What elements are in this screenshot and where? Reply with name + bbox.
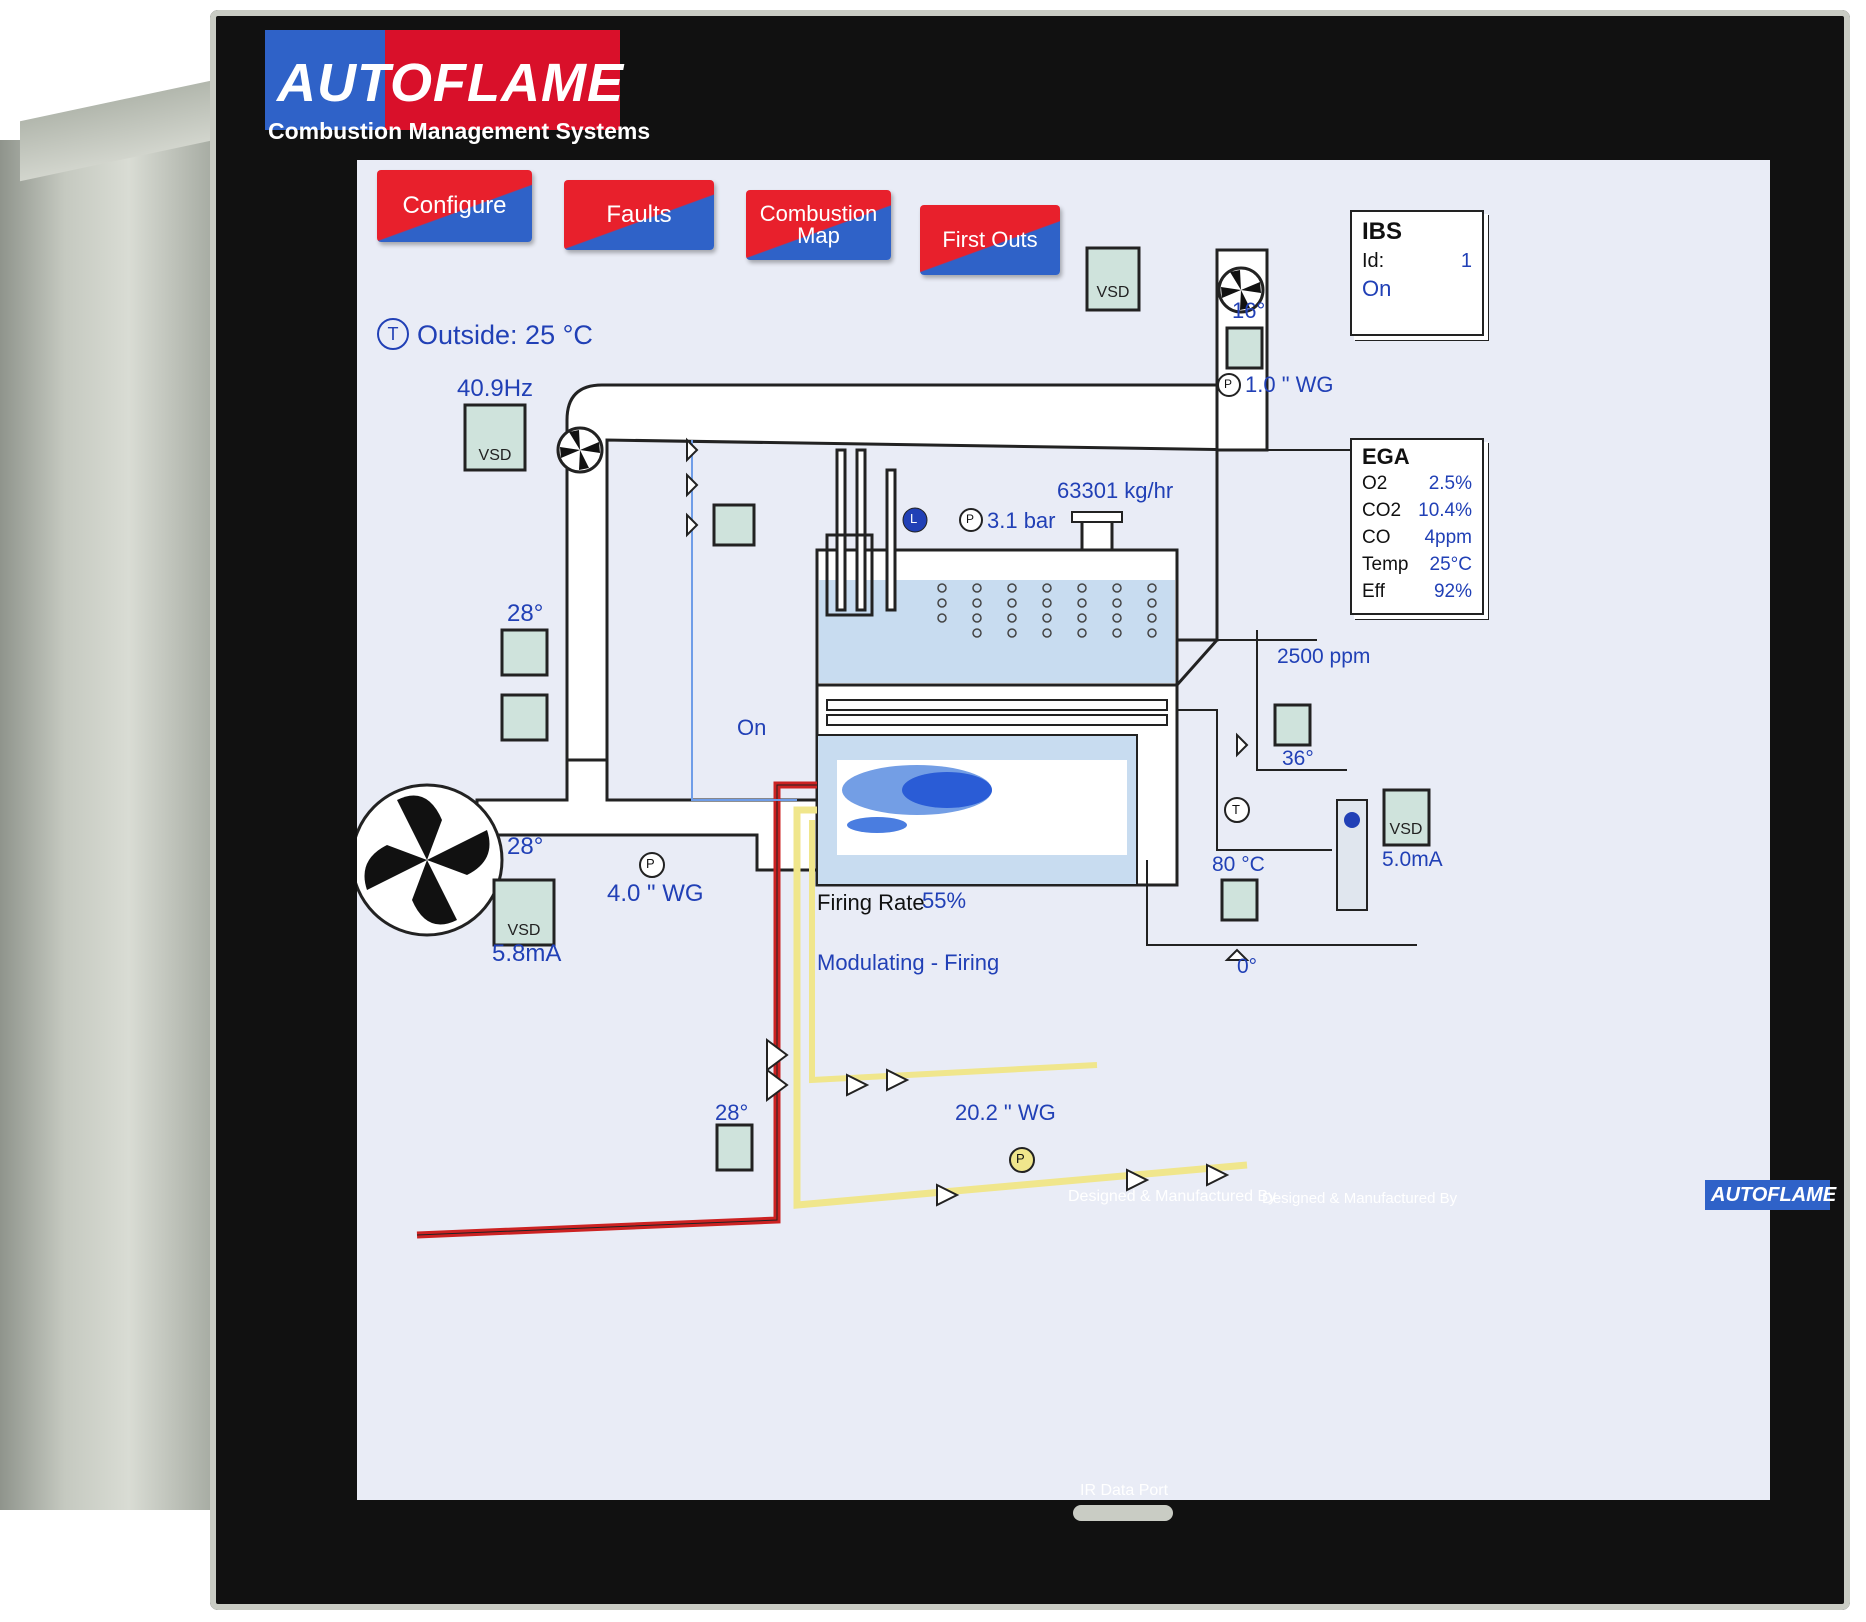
pressure-sensor-icon: P [646,856,655,871]
brand-logo: AUTOFLAME [265,30,623,130]
outside-temperature-icon: T [377,318,409,350]
vsd-icon [463,246,1431,947]
gas-line [793,806,1248,1209]
ega-value-eff: 92% [1433,581,1472,602]
outside-temperature[interactable]: Outside: 25 °C [417,320,593,350]
vsd-label: VSD [508,922,541,939]
ibs-id-label: Id: [1362,250,1385,272]
firing-rate-value[interactable]: 55% [922,888,967,913]
pump-current[interactable]: 5.0mA [1382,848,1443,871]
brand-logo-text: AUTOFLAME [277,53,624,113]
flue-pressure[interactable]: 1.0 " WG [1245,372,1334,397]
footer-prefix: Designed & Manufactured By [1262,1190,1458,1207]
ibs-status: On [1362,276,1392,301]
ibs-title: IBS [1362,218,1403,245]
burner-mode[interactable]: Modulating - Firing [817,950,1000,975]
pump-icon [1336,799,1368,911]
fd-vsd-current[interactable]: 5.8mA [492,940,562,967]
ega-label-o2: O2 [1362,473,1388,494]
ega-label-temp: Temp [1362,554,1409,575]
flue-temperature[interactable]: 16° [1232,298,1266,323]
firing-rate-label: Firing Rate [817,890,925,915]
ir-port-label: IR Data Port [1080,1482,1169,1499]
ega-label-eff: Eff [1362,581,1385,602]
configure-button[interactable]: Configure [377,170,532,242]
valve-icon [686,437,1250,1207]
gas-pilot-line [809,820,1098,1084]
process-diagram: VSD VSD VSD VSD [357,246,1431,1239]
fd-fan-icon [364,795,490,925]
ega-label-co2: CO2 [1362,500,1402,521]
steam-flow[interactable]: 63301 kg/hr [1057,478,1174,503]
air-temperature-upper[interactable]: 28° [507,600,544,627]
level-sensor-label: L [910,511,918,526]
footer-logo: AUTOFLAME [1705,1180,1836,1210]
ibs-panel[interactable]: IBS Id: 1 On [1350,210,1484,336]
vsd-label: VSD [479,447,512,464]
vsd-label: VSD [1390,821,1423,838]
tds-reading[interactable]: 2500 ppm [1277,645,1371,668]
air-duct-lower [475,758,819,872]
burner-status[interactable]: On [737,715,767,740]
configure-button-label: Configure [402,192,507,219]
panel-housing-side [0,140,215,1510]
first-outs-button-label: First Outs [942,227,1038,252]
gas-pressure[interactable]: 20.2 " WG [955,1100,1056,1125]
ega-value-o2: 2.5% [1428,473,1472,494]
pressure-sensor-icon: P [966,512,975,526]
flame-icon [842,765,992,833]
temperature-sensor-icon: T [1232,802,1240,817]
ir-data-port[interactable] [1073,1505,1173,1521]
windbox-pressure[interactable]: 4.0 " WG [607,880,704,907]
hmi-screen: Configure Faults Combustion Map First Ou… [357,160,1770,1500]
ega-value-temp: 25°C [1429,554,1472,575]
footer-credit: Designed & Manufactured By [1068,1188,1276,1206]
ega-panel[interactable]: EGA O2 2.5% CO2 10.4% CO 4ppm Temp 25°C Eff 9… [1350,438,1484,615]
pressure-sensor-icon: P [1224,377,1233,391]
boiler [815,448,1179,887]
ibs-id-value: 1 [1460,250,1472,272]
feedwater-temperature[interactable]: 80 °C [1212,853,1265,876]
boiler-water [819,580,1175,683]
brand-tagline: Combustion Management Systems [268,118,651,144]
first-outs-button[interactable]: First Outs [920,205,1060,275]
pressure-sensor-icon: P [1016,1151,1025,1166]
footer-credit-text: Designed & Manufactured By [1068,1188,1277,1205]
vsd-label: VSD [1097,284,1130,301]
blowdown-temperature[interactable]: 36° [1282,747,1314,770]
ega-value-co2: 10.4% [1418,500,1472,521]
actuator-icon [500,326,1312,1172]
ega-value-co: 4ppm [1424,527,1472,548]
level-sensor-icon [902,507,928,533]
fd-fan-frequency[interactable]: 40.9Hz [457,375,534,402]
combustion-map-label-line1: Combustion [759,201,878,226]
ega-title: EGA [1362,444,1410,469]
combustion-map-label-line2: Map [797,223,840,248]
faults-button-label: Faults [606,201,672,228]
combustion-map-button[interactable]: Combustion Map [746,190,891,260]
footer-logo-text: AUTOFLAME [1711,1184,1837,1206]
feed-valve-position[interactable]: 0° [1237,955,1258,978]
ega-label-co: CO [1362,527,1391,548]
oil-temperature[interactable]: 28° [715,1100,749,1125]
steam-pressure[interactable]: 3.1 bar [987,508,1056,533]
air-temperature-lower[interactable]: 28° [507,833,544,860]
faults-button[interactable]: Faults [564,180,714,250]
